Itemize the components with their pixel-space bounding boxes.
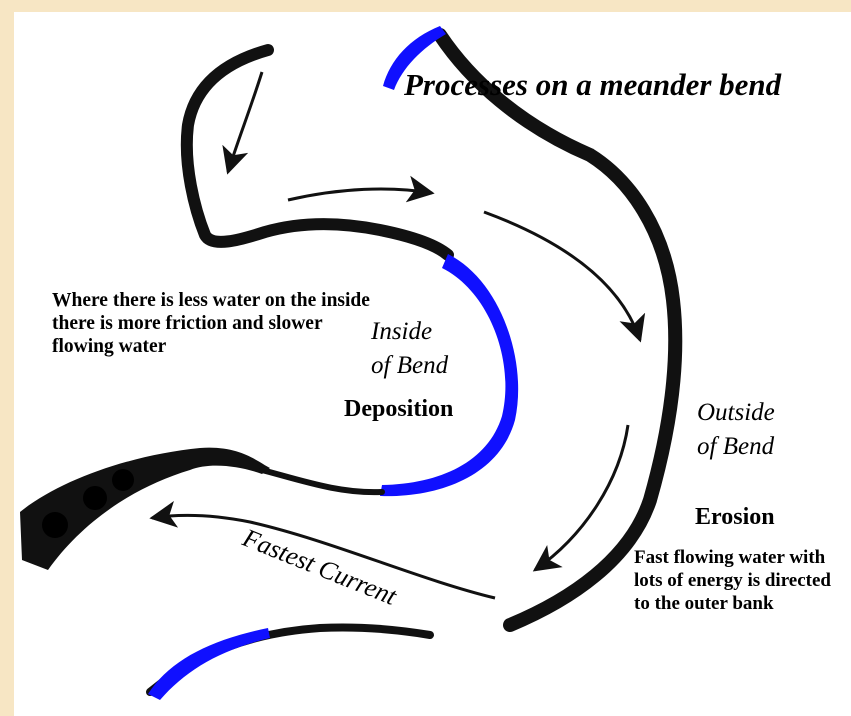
lower-left-bank xyxy=(20,447,270,570)
outside-bend-note: Fast flowing water with lots of energy i… xyxy=(634,547,831,614)
upper-inner-bank xyxy=(180,44,454,261)
outside-label-line1: Outside xyxy=(697,399,775,426)
bank-circle xyxy=(83,486,107,510)
outside-label-line2: of Bend xyxy=(697,433,775,460)
flow-arrow xyxy=(532,424,630,572)
inside-label-line2: of Bend xyxy=(371,352,449,379)
erosion-label: Erosion xyxy=(695,504,775,530)
flow-arrow xyxy=(483,210,646,343)
diagram-canvas xyxy=(14,12,851,716)
bank-circle xyxy=(42,512,68,538)
bottom-blue-deposit xyxy=(148,628,270,700)
inner-bank-lower xyxy=(259,467,385,496)
flow-arrow xyxy=(287,175,435,203)
outside-of-bend-label: Outside of Bend xyxy=(697,396,775,464)
flow-arrow xyxy=(222,71,264,175)
diagram-title: Processes on a meander bend xyxy=(404,67,782,102)
inside-bend-note: Where there is less water on the inside … xyxy=(52,290,370,357)
top-blue-deposit xyxy=(383,26,446,90)
inside-label-line1: Inside xyxy=(371,318,433,345)
fastest-current-arrow xyxy=(149,500,496,600)
deposition-label: Deposition xyxy=(344,396,454,422)
outer-bank xyxy=(433,28,683,632)
bank-circle xyxy=(112,469,134,491)
inside-of-bend-label: Inside of Bend xyxy=(371,315,448,383)
